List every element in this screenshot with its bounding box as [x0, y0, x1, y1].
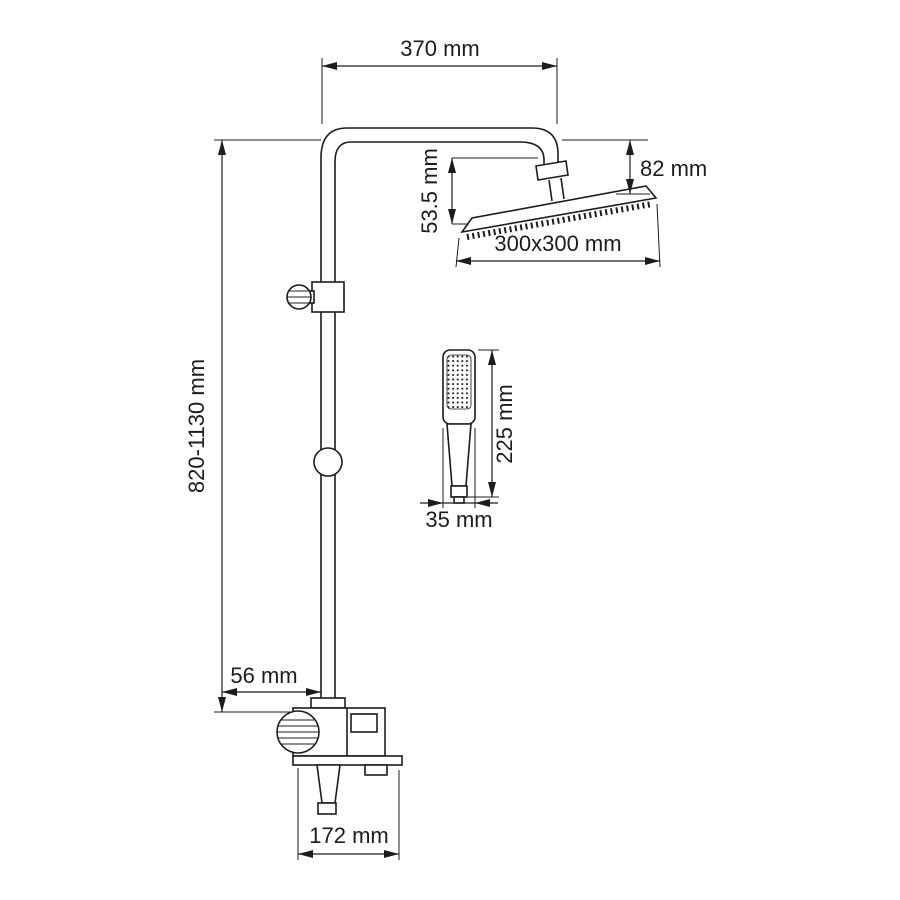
dim-53-label: 53.5 mm	[417, 148, 442, 234]
fitting-stem-left	[548, 179, 553, 202]
dim-225-label: 225 mm	[492, 384, 517, 463]
dimension-53-5: 53.5 mm	[417, 148, 538, 234]
shower-arm-fitting	[535, 160, 569, 202]
dimension-56: 56 mm	[222, 663, 321, 696]
riser-pipe-inner	[334, 141, 545, 706]
dim-height-label: 820-1130 mm	[184, 359, 209, 493]
hand-shower-handle	[446, 423, 472, 487]
dim-370-label: 370 mm	[400, 36, 479, 61]
mixer-spout	[316, 764, 341, 804]
shower-head-nozzles	[466, 201, 653, 240]
bracket-collar	[311, 281, 345, 313]
hand-shower-sprayface	[446, 354, 472, 410]
mixer-pipe-collar	[310, 697, 346, 709]
dim-35-label: 35 mm	[425, 507, 492, 532]
mixer-spout-tip	[317, 802, 337, 815]
dimension-172: 172 mm	[297, 768, 400, 860]
dim-300-label: 300x300 mm	[494, 231, 621, 256]
hose-connector-knob	[313, 447, 343, 477]
dimension-225: 225 mm	[468, 349, 517, 498]
shower-head	[460, 185, 658, 240]
hose-connector	[313, 447, 343, 477]
dimension-35: 35 mm	[420, 428, 498, 532]
dim-172-label: 172 mm	[309, 823, 388, 848]
arm-fitting	[535, 160, 569, 181]
dimension-82: 82 mm	[562, 139, 707, 195]
dim-300-ext-left	[455, 237, 460, 268]
hand-shower-connector	[450, 485, 468, 498]
dimension-370: 370 mm	[321, 36, 558, 124]
shower-column	[320, 127, 559, 706]
mixer-cartridge	[350, 713, 378, 733]
hand-shower-nipple	[453, 496, 465, 504]
mixer-diverter	[364, 764, 388, 776]
dimension-300x300: 300x300 mm	[455, 203, 661, 268]
dimension-height: 820-1130 mm	[184, 139, 321, 713]
dim-56-label: 56 mm	[230, 663, 297, 688]
wall-bracket	[286, 281, 345, 313]
riser-pipe-outer	[320, 127, 559, 706]
dim-300-ext-right	[656, 203, 661, 268]
mixer-shelf	[292, 755, 403, 766]
mixer	[276, 697, 403, 815]
fitting-stem-right	[560, 177, 565, 200]
hand-shower	[442, 349, 476, 504]
dim-82-label: 82 mm	[640, 156, 707, 181]
shower-head-plate	[460, 185, 658, 234]
